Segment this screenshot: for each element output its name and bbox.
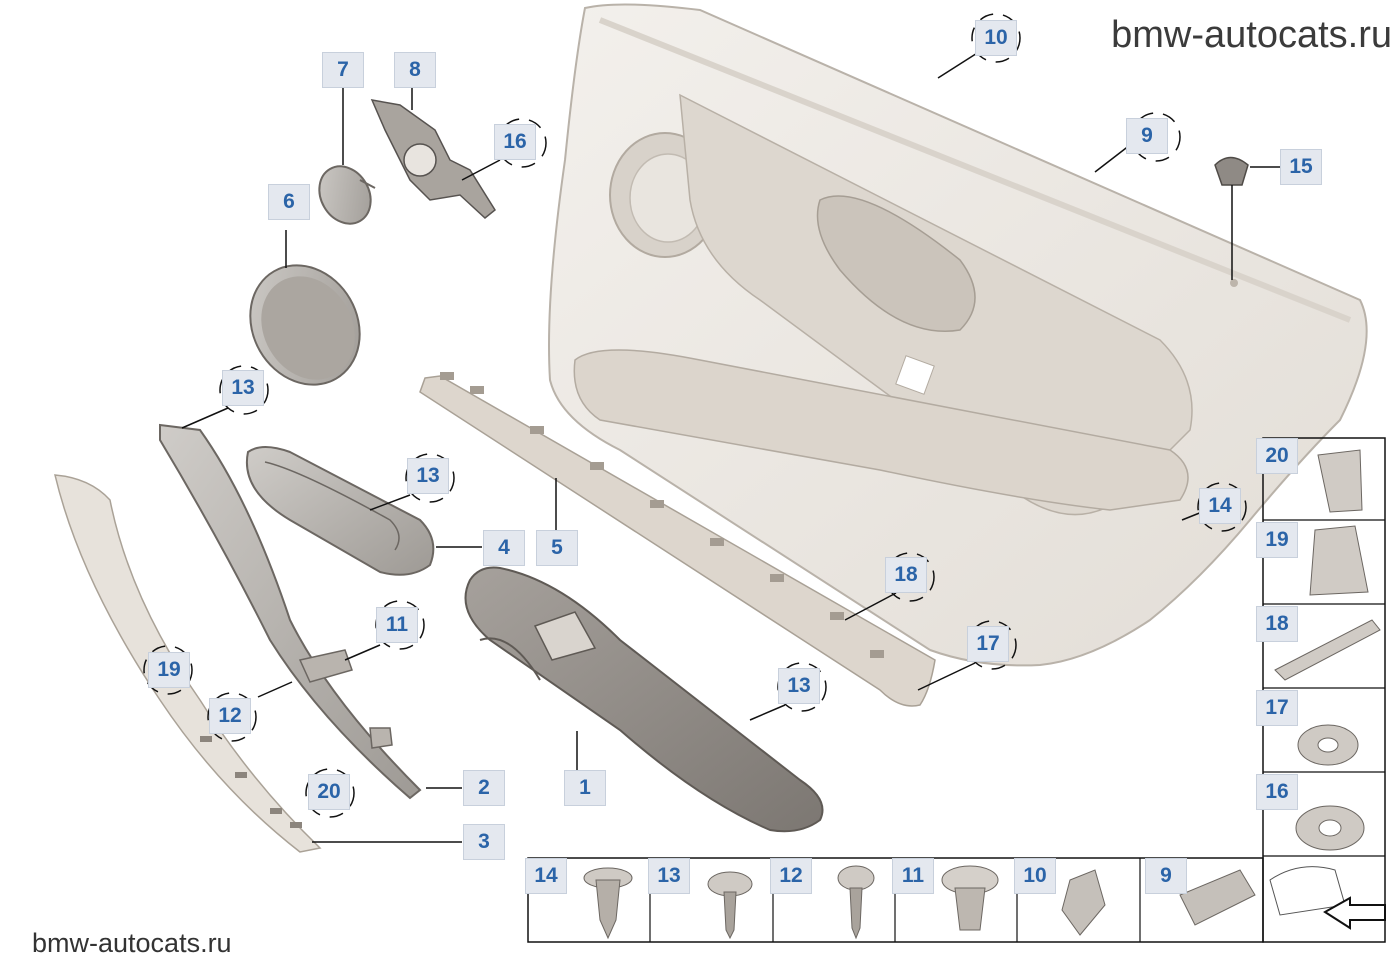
callout-7[interactable]: 7	[322, 52, 364, 88]
callout-3[interactable]: 3	[463, 824, 505, 860]
door-handle	[245, 446, 435, 576]
table-label-16[interactable]: 16	[1256, 774, 1298, 810]
clip-18-icon	[1274, 619, 1381, 681]
table-label-13[interactable]: 13	[648, 858, 690, 894]
push-rivet-14-icon	[583, 867, 633, 940]
watermark-top: bmw-autocats.ru	[1111, 14, 1392, 56]
star-washer-16-icon	[1295, 805, 1365, 851]
outer-trim-bar	[54, 474, 322, 853]
table-label-19[interactable]: 19	[1256, 522, 1298, 558]
car-arrow-icon	[1269, 866, 1386, 930]
clip-20-icon	[1317, 449, 1363, 513]
speaker-cover	[249, 264, 361, 386]
clip-part-15	[1214, 156, 1249, 280]
clip-10-icon	[1061, 869, 1106, 936]
tweeter-bracket	[370, 99, 496, 219]
callout-18[interactable]: 18	[885, 557, 927, 593]
callout-5[interactable]: 5	[536, 530, 578, 566]
clip-19-icon	[1309, 525, 1369, 596]
table-label-20[interactable]: 20	[1256, 438, 1298, 474]
lower-trim-strip	[419, 372, 936, 707]
star-washer-17-icon	[1297, 724, 1359, 766]
callout-12[interactable]: 12	[209, 698, 251, 734]
screw-13-icon	[707, 871, 753, 940]
table-label-18[interactable]: 18	[1256, 606, 1298, 642]
nut-11-icon	[941, 865, 999, 931]
watermark-bottom: bmw-autocats.ru	[32, 928, 232, 958]
callout-1[interactable]: 1	[564, 770, 606, 806]
callout-20[interactable]: 20	[308, 774, 350, 810]
door-trim-panel	[548, 3, 1368, 667]
callout-4[interactable]: 4	[483, 530, 525, 566]
screw-12-icon	[837, 865, 875, 940]
table-label-17[interactable]: 17	[1256, 690, 1298, 726]
tweeter-cover	[318, 165, 376, 225]
fastener-table-right	[1262, 437, 1386, 943]
callout-10[interactable]: 10	[975, 20, 1017, 56]
callout-6[interactable]: 6	[268, 184, 310, 220]
table-label-10[interactable]: 10	[1014, 858, 1056, 894]
table-label-9[interactable]: 9	[1145, 858, 1187, 894]
callout-13-upper[interactable]: 13	[222, 370, 264, 406]
callout-13-armrest[interactable]: 13	[778, 668, 820, 704]
callout-11[interactable]: 11	[376, 607, 418, 643]
callout-16[interactable]: 16	[494, 124, 536, 160]
table-label-11[interactable]: 11	[892, 858, 934, 894]
leader-lines	[181, 49, 1282, 843]
callout-13-handle[interactable]: 13	[407, 458, 449, 494]
callout-2[interactable]: 2	[463, 770, 505, 806]
clip-9-icon	[1179, 869, 1256, 926]
callout-19[interactable]: 19	[148, 652, 190, 688]
handle-carrier	[159, 423, 422, 800]
table-label-12[interactable]: 12	[770, 858, 812, 894]
callout-15[interactable]: 15	[1280, 149, 1322, 185]
callout-9[interactable]: 9	[1126, 118, 1168, 154]
armrest-cover	[464, 566, 824, 833]
table-label-14[interactable]: 14	[525, 858, 567, 894]
callout-14[interactable]: 14	[1199, 488, 1241, 524]
callout-8[interactable]: 8	[394, 52, 436, 88]
callout-17[interactable]: 17	[967, 626, 1009, 662]
